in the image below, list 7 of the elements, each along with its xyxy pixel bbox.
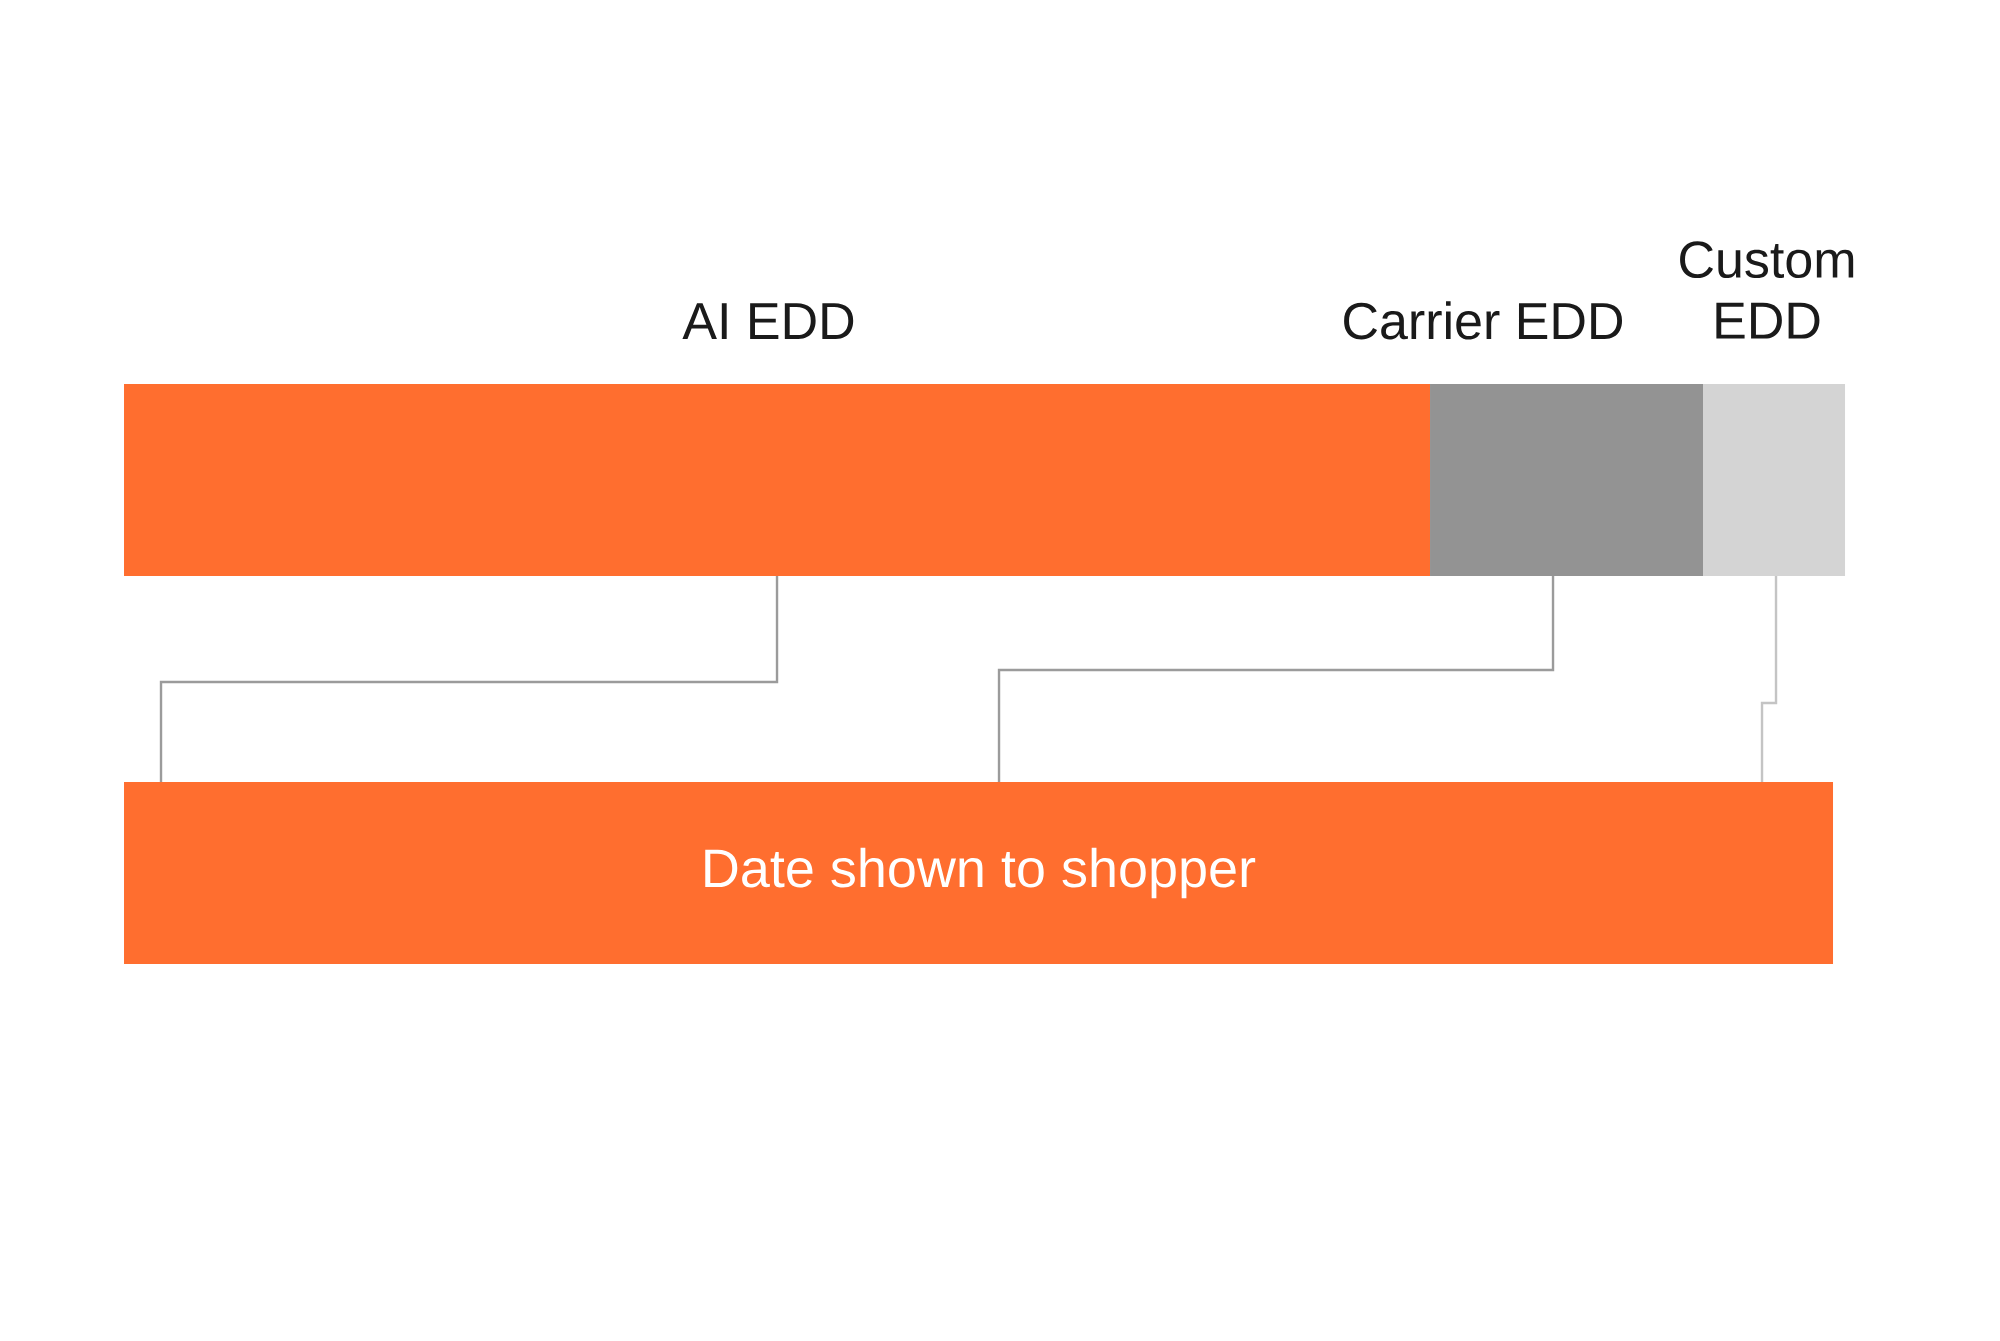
date-bar: Date shown to shopper xyxy=(124,782,1833,964)
connector-line xyxy=(997,576,1555,782)
segment-label: AI EDD xyxy=(682,303,854,339)
segment-label: Carrier EDD xyxy=(1344,301,1622,340)
segment-label: Custom EDD xyxy=(1680,241,1854,339)
connector-line xyxy=(1760,576,1778,782)
connector-line xyxy=(159,576,779,782)
